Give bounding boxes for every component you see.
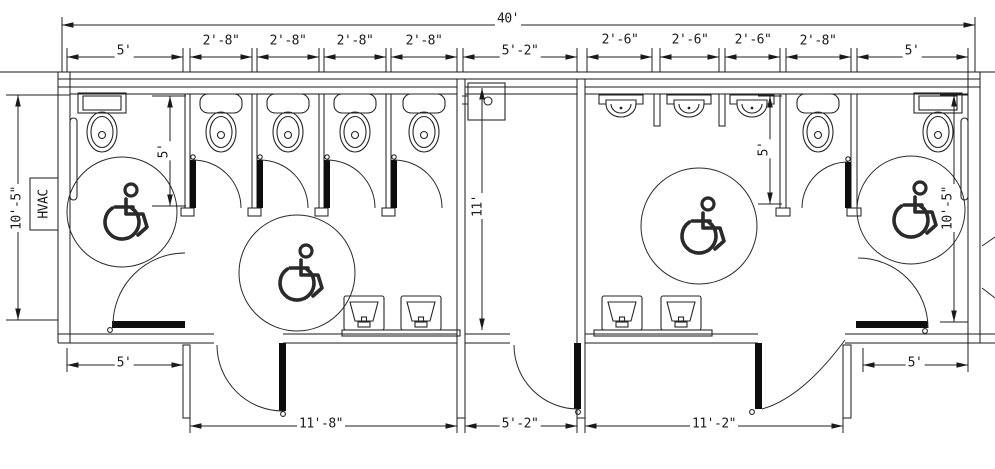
urinal-icon <box>598 94 644 118</box>
dim-room-depth-left: 10'-5" <box>9 184 25 232</box>
sink-counter <box>341 329 713 337</box>
sink-icon <box>601 295 643 331</box>
stall-doors <box>190 154 851 209</box>
dim-mens-urinal-depth: 5' <box>756 139 772 159</box>
urinal-icon <box>729 94 775 118</box>
dim-mens-entry-width: 11'-2" <box>690 416 738 432</box>
urinal-screen <box>653 93 661 127</box>
toilet-icon <box>796 93 840 153</box>
toilet-icon <box>402 93 446 153</box>
urinal-icon <box>666 94 712 118</box>
toilet-icon <box>333 93 377 153</box>
entry-doors <box>216 339 846 417</box>
dim-mens-acc-stall-width-bottom: 5' <box>905 355 925 371</box>
dim-corridor-width-top: 5'-2" <box>499 43 541 59</box>
toilet-icon <box>266 93 310 153</box>
accessible-stall-doors <box>107 252 929 334</box>
dim-womens-stall-depth: 5' <box>156 141 172 161</box>
dim-corridor-depth: 11' <box>470 193 486 219</box>
sink-icon <box>660 295 702 331</box>
urinal-screen <box>718 93 726 127</box>
stall-partitions <box>180 93 862 217</box>
wheelchair-accessible-icon <box>640 167 758 285</box>
dim-mens-acc-stall-width: 5' <box>902 43 922 59</box>
dim-womens-stall-4-width: 2'-8" <box>403 33 445 49</box>
dim-urinal-2-width: 2'-6" <box>669 32 711 48</box>
wheelchair-accessible-icon <box>66 156 178 268</box>
dim-womens-acc-stall-width-bottom: 5' <box>114 355 134 371</box>
dim-mens-stall-width: 2'-8" <box>797 33 839 49</box>
dim-room-depth-right: 10'-5" <box>940 184 956 232</box>
wheelchair-accessible-icon <box>238 214 356 332</box>
dim-womens-stall-3-width: 2'-8" <box>334 33 376 49</box>
toilet-icon <box>913 92 963 153</box>
dim-urinal-1-width: 2'-6" <box>599 32 641 48</box>
toilet-icon <box>77 92 127 153</box>
dim-urinal-3-width: 2'-6" <box>732 32 774 48</box>
toilet-icon <box>199 93 243 153</box>
wheelchair-accessible-icon <box>856 155 966 265</box>
sink-icon <box>343 295 385 331</box>
dim-corridor-width-bottom: 5'-2" <box>499 416 541 432</box>
drinking-fountain-icon <box>462 82 506 121</box>
sink-icon <box>400 295 442 331</box>
interior-walls <box>182 78 852 419</box>
dim-womens-stall-1-width: 2'-8" <box>200 33 242 49</box>
dim-overall-width: 40' <box>495 11 521 27</box>
dim-womens-acc-stall-width: 5' <box>114 43 134 59</box>
hvac-unit <box>29 177 59 231</box>
dim-womens-stall-2-width: 2'-8" <box>267 33 309 49</box>
dim-womens-entry-width: 11'-8" <box>297 416 345 432</box>
hvac-label: HVAC <box>36 189 52 219</box>
